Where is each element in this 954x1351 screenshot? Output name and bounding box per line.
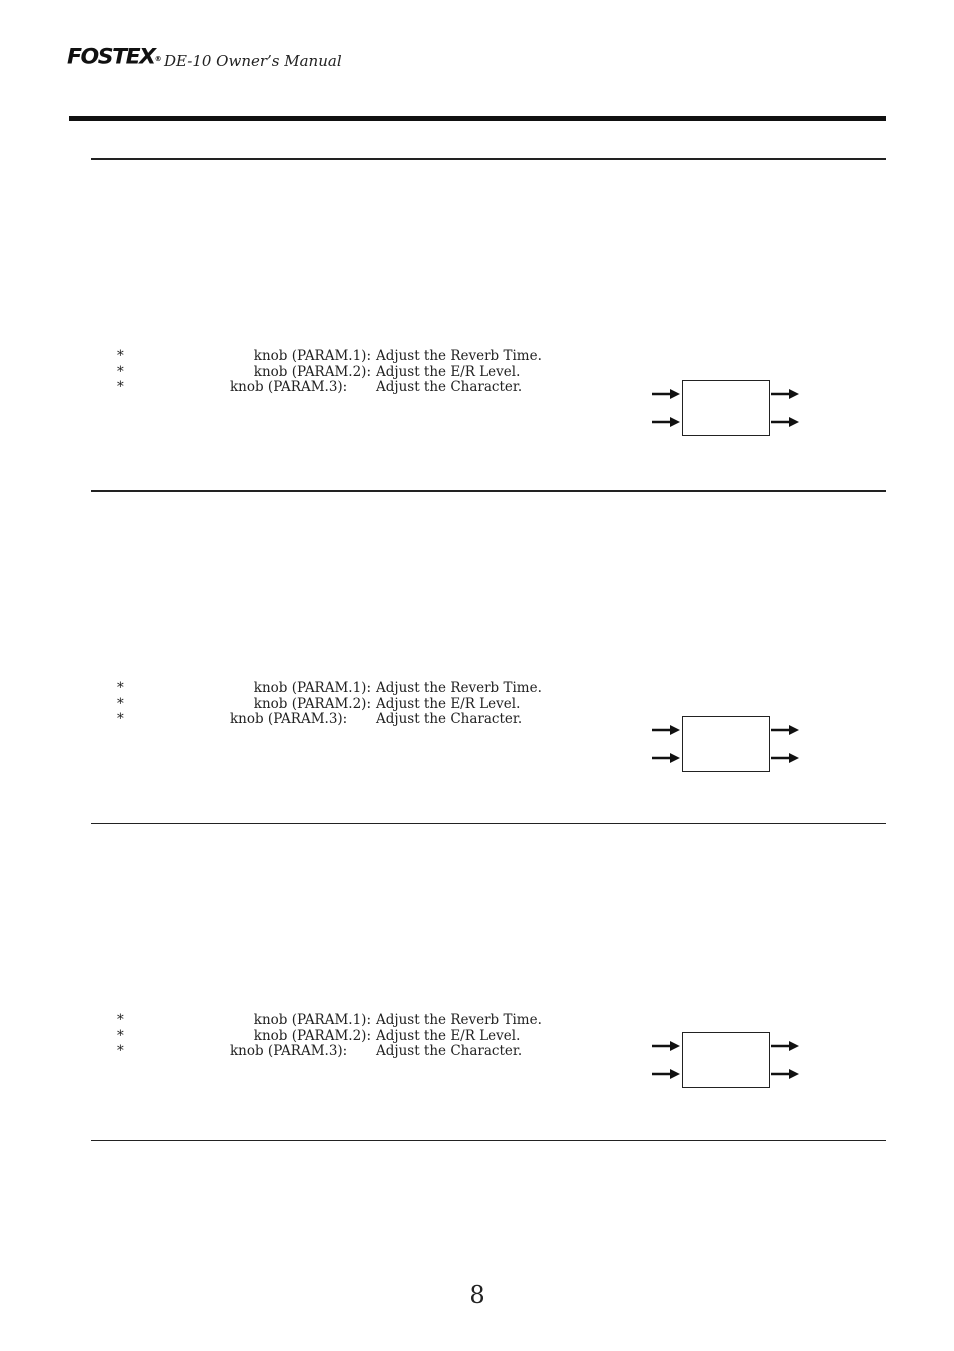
bullet-star: *	[117, 1043, 124, 1060]
param-description: Adjust the E/R Level.	[376, 695, 521, 712]
param-description: Adjust the Reverb Time.	[376, 1012, 542, 1028]
input-arrow-icon	[652, 725, 680, 735]
param-row: * knob (PARAM.3): Adjust the Character.	[117, 712, 587, 728]
knob-label: knob (PARAM.2):	[253, 695, 371, 712]
output-arrow-icon	[771, 417, 799, 427]
output-arrow-icon	[771, 725, 799, 735]
bullet-star: *	[117, 1027, 124, 1044]
param-row: * knob (PARAM.3): Adjust the Character.	[117, 380, 587, 396]
param-row: * knob (PARAM.1): Adjust the Reverb Time…	[117, 348, 587, 365]
input-arrow-icon	[652, 753, 680, 763]
effect-block	[682, 380, 770, 436]
output-arrow-icon	[771, 1069, 799, 1079]
param-list: * knob (PARAM.1): Adjust the Reverb Time…	[117, 1012, 587, 1060]
input-arrow-icon	[652, 1041, 680, 1051]
signal-flow-diagram	[652, 716, 802, 776]
signal-flow-diagram	[652, 1032, 802, 1092]
output-arrow-icon	[771, 753, 799, 763]
section-divider	[91, 490, 886, 492]
param-description: Adjust the E/R Level.	[376, 1027, 521, 1044]
knob-label: knob (PARAM.2):	[253, 363, 371, 380]
output-arrow-icon	[771, 389, 799, 399]
param-row: * knob (PARAM.2): Adjust the E/R Level.	[117, 363, 587, 381]
param-description: Adjust the Reverb Time.	[376, 348, 542, 364]
section-divider	[91, 158, 886, 160]
knob-label: knob (PARAM.3):	[230, 1043, 348, 1060]
registered-mark: ®	[154, 55, 162, 63]
param-list: * knob (PARAM.1): Adjust the Reverb Time…	[117, 348, 587, 396]
param-row: * knob (PARAM.3): Adjust the Character.	[117, 1044, 587, 1060]
header-rule	[69, 116, 886, 121]
fostex-logo: FOSTEX®	[67, 46, 162, 70]
bullet-star: *	[117, 1012, 124, 1028]
knob-label: knob (PARAM.1):	[253, 680, 371, 696]
bullet-star: *	[117, 695, 124, 712]
section-divider	[91, 1140, 886, 1141]
knob-label: knob (PARAM.1):	[253, 1012, 371, 1028]
knob-label: knob (PARAM.2):	[253, 1027, 371, 1044]
param-row: * knob (PARAM.1): Adjust the Reverb Time…	[117, 680, 587, 697]
input-arrow-icon	[652, 417, 680, 427]
bullet-star: *	[117, 363, 124, 380]
param-row: * knob (PARAM.1): Adjust the Reverb Time…	[117, 1012, 587, 1029]
signal-flow-diagram	[652, 380, 802, 440]
logo-text: FOSTEX	[67, 45, 156, 70]
knob-label: knob (PARAM.3):	[230, 379, 348, 396]
param-description: Adjust the Character.	[376, 379, 523, 396]
page-number: 8	[469, 1281, 485, 1309]
knob-label: knob (PARAM.1):	[253, 348, 371, 364]
bullet-star: *	[117, 680, 124, 696]
param-description: Adjust the Reverb Time.	[376, 680, 542, 696]
document-title: DE-10 Owner’s Manual	[164, 52, 342, 70]
param-description: Adjust the Character.	[376, 1043, 523, 1060]
param-row: * knob (PARAM.2): Adjust the E/R Level.	[117, 695, 587, 713]
input-arrow-icon	[652, 1069, 680, 1079]
knob-label: knob (PARAM.3):	[230, 711, 348, 728]
bullet-star: *	[117, 711, 124, 728]
effect-block	[682, 716, 770, 772]
bullet-star: *	[117, 379, 124, 396]
output-arrow-icon	[771, 1041, 799, 1051]
param-row: * knob (PARAM.2): Adjust the E/R Level.	[117, 1027, 587, 1045]
effect-block	[682, 1032, 770, 1088]
section-divider	[91, 823, 886, 824]
param-description: Adjust the Character.	[376, 711, 523, 728]
param-description: Adjust the E/R Level.	[376, 363, 521, 380]
input-arrow-icon	[652, 389, 680, 399]
param-list: * knob (PARAM.1): Adjust the Reverb Time…	[117, 680, 587, 728]
bullet-star: *	[117, 348, 124, 364]
